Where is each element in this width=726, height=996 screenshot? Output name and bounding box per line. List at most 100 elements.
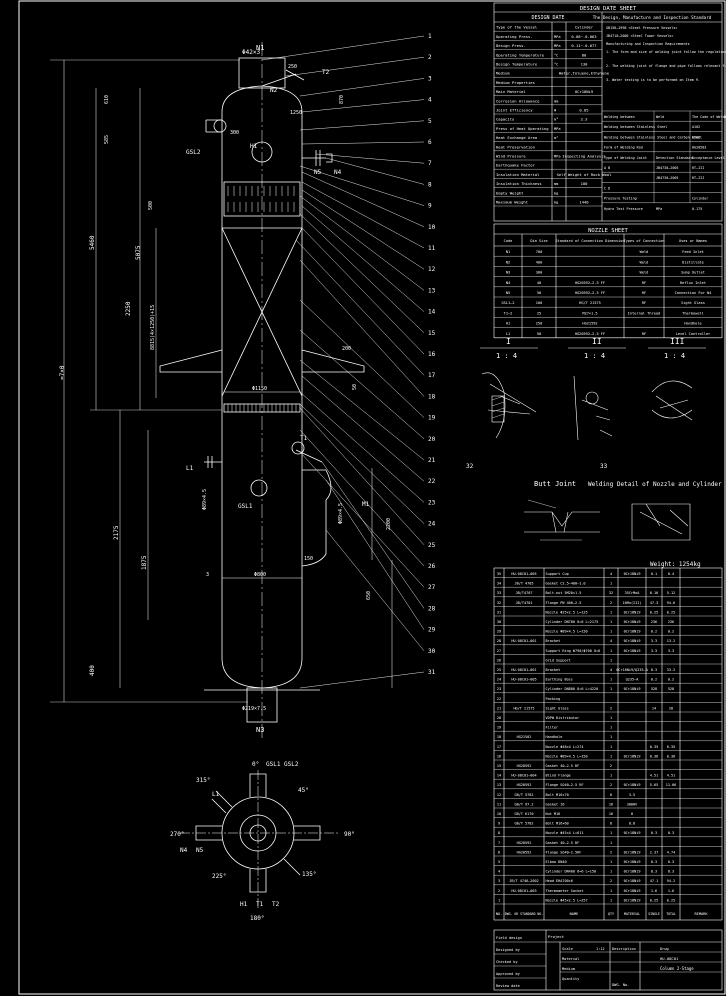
parts-list-cell: GB/T 97.2 bbox=[515, 802, 534, 806]
dim-585: 585 bbox=[104, 135, 110, 144]
parts-list-cell: Gasket C2.5—400—1.0 bbox=[546, 582, 586, 586]
callout-number: 5 bbox=[428, 118, 432, 125]
parts-list-cell: 0.2 bbox=[668, 630, 674, 634]
design-sheet-left-header: DESIGN DATE bbox=[531, 15, 564, 21]
parts-list-cell: 16Mn(III) bbox=[623, 601, 642, 605]
parts-list-cell: 300HV bbox=[627, 802, 638, 806]
callout-number: 28 bbox=[428, 605, 436, 612]
design-sheet-label: Corrosion Allowance bbox=[496, 98, 540, 103]
parts-list-cell: HU-08C01—005 bbox=[511, 678, 536, 682]
parts-list-cell: 11.06 bbox=[666, 783, 677, 787]
parts-list-cell: Elbow DN40 bbox=[546, 860, 567, 864]
design-sheet-frame bbox=[493, 2, 723, 222]
callout-number: 10 bbox=[428, 224, 436, 231]
plan-label-gsl1: GSL1 bbox=[266, 761, 281, 768]
parts-list-cell: 34 bbox=[497, 582, 501, 586]
design-sheet-label: Main Material bbox=[496, 89, 526, 94]
callout-number: 18 bbox=[428, 393, 436, 400]
callout-number: 21 bbox=[428, 457, 436, 464]
dim-lower-dia: Φ800 bbox=[254, 572, 266, 578]
parts-list-frame bbox=[493, 567, 723, 921]
parts-list-cell: 29 bbox=[497, 630, 501, 634]
parts-list-cell: VDPW Distributor bbox=[546, 716, 580, 720]
parts-list-cell: 0.25 bbox=[667, 898, 675, 902]
nozzle-sheet-cell: L1 bbox=[506, 332, 510, 336]
nozzle-sheet-cell: 700 bbox=[536, 250, 543, 254]
design-sheet-value: 0.11~-0.077 bbox=[571, 43, 596, 48]
dim-200: 200 bbox=[342, 346, 351, 352]
detail-i-shape bbox=[481, 372, 537, 439]
parts-list-cell: HG20592 bbox=[517, 764, 532, 768]
title-block-left-label: Approved by bbox=[496, 972, 521, 976]
parts-list-cell: GB/T 5782 bbox=[515, 793, 534, 797]
parts-list-cell: 3.3 bbox=[651, 639, 657, 643]
design-sheet-label: Wind Pressure bbox=[496, 154, 526, 159]
title-block-material-label: Material bbox=[562, 957, 579, 961]
parts-list-cell: 16 bbox=[609, 812, 613, 816]
parts-list-footer-no: NO. bbox=[496, 912, 503, 916]
callout-leader bbox=[325, 479, 425, 630]
parts-list-cell: 35CrMoA bbox=[625, 591, 641, 595]
nozzle-sheet-cell: Internal Thread bbox=[628, 311, 660, 315]
dim-bed: 2250 bbox=[125, 301, 132, 316]
callout-number: 23 bbox=[428, 499, 436, 506]
parts-list-cell: 1 bbox=[610, 774, 612, 778]
parts-list-cell: HU-08C01—003 bbox=[511, 889, 536, 893]
parts-list-cell: 0.25 bbox=[650, 898, 658, 902]
detail-i-scale: 1 : 4 bbox=[496, 352, 517, 360]
design-sheet-right-c2: Weld bbox=[656, 115, 664, 119]
parts-list-cell: 0Cr18Ni9/Q235-A bbox=[616, 668, 649, 672]
distributor bbox=[223, 181, 301, 217]
detail-callout-32: 32 bbox=[466, 463, 474, 470]
design-sheet-unit: m² bbox=[554, 136, 558, 140]
plan-angle-90: 90° bbox=[344, 831, 355, 838]
parts-list-cell: JB/T 4705 bbox=[515, 582, 534, 586]
parts-list-cell: Filter bbox=[546, 726, 559, 730]
detail-i-roman: I bbox=[506, 337, 511, 346]
nozzle-sheet-cell: HG20592—2.5 FF bbox=[575, 332, 605, 336]
title-block-left-label: Review date bbox=[496, 984, 520, 988]
parts-list-cell: 31 bbox=[497, 610, 501, 614]
plan-labels: 0° 45° 90° 135° 180° 225° 270° 315° GSL1… bbox=[170, 761, 355, 922]
handhole bbox=[251, 141, 273, 163]
nozzle-sheet-cell: Connection For N4 bbox=[675, 291, 712, 295]
parts-list-cell: HG20592 bbox=[517, 850, 532, 854]
parts-list-cell: Bolt-nut 5M20×1.5 bbox=[546, 591, 582, 595]
callout-leader bbox=[299, 359, 425, 461]
label-n5: N5 bbox=[314, 169, 322, 176]
callout-leader bbox=[325, 529, 425, 651]
callout-number: 15 bbox=[428, 330, 436, 337]
parts-list-cell: Support Cup bbox=[546, 572, 569, 576]
parts-list-cell: 25 bbox=[497, 668, 501, 672]
bottom-nozzle bbox=[246, 687, 278, 723]
parts-list-cell: 0.3 bbox=[651, 860, 657, 864]
label-n2: N2 bbox=[270, 87, 278, 94]
title-block-drawing-no: Drwg bbox=[660, 947, 669, 951]
parts-list-cell: 1 bbox=[610, 860, 612, 864]
parts-list-cell: 1 bbox=[610, 687, 612, 691]
dim-650: 650 bbox=[366, 591, 372, 600]
callout-leader bbox=[301, 227, 425, 355]
parts-list-cell: 8.3 bbox=[651, 870, 657, 874]
callout-number: 29 bbox=[428, 627, 436, 634]
design-sheet-right-c3: HG20583 bbox=[692, 146, 706, 150]
design-sheet-unit: °C bbox=[554, 53, 558, 57]
callout-leader bbox=[299, 403, 425, 524]
callout-leader bbox=[301, 189, 425, 270]
weight-label: Weight: 1254kg bbox=[650, 561, 701, 568]
parts-list-cell: Gasket 40—2.5 RF bbox=[546, 841, 580, 845]
parts-list-cell: Nozzle Φ48×4 L=274 bbox=[546, 745, 584, 749]
callout-leader bbox=[299, 120, 425, 131]
parts-list-cell: 30 bbox=[497, 620, 501, 624]
callout-number: 27 bbox=[428, 584, 436, 591]
dim-gsl-side: Φ89×4.5 bbox=[202, 489, 208, 510]
dim-lower-height: 1875 bbox=[141, 555, 148, 570]
design-sheet-value: Inspecting Analysis bbox=[562, 154, 605, 159]
title-block-dwg-no: DWG. No. bbox=[612, 983, 629, 987]
plan-label-t1: T1 bbox=[256, 901, 264, 908]
callout-number: 30 bbox=[428, 648, 436, 655]
callout-number: 26 bbox=[428, 563, 436, 570]
parts-list-cell: 0.3 bbox=[668, 860, 674, 864]
parts-list-footer-material: MATERIAL bbox=[624, 912, 640, 916]
